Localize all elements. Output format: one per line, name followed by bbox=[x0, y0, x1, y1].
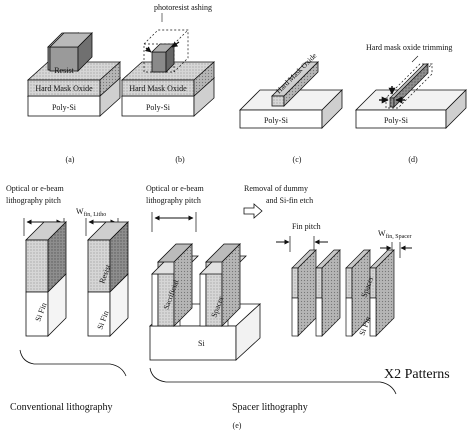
poly-si-label-b: Poly-Si bbox=[146, 103, 171, 112]
litho-fin-2 bbox=[87, 221, 129, 337]
photoresist-ashing-label: photoresist ashing bbox=[154, 3, 212, 12]
sacrificial-block-1 bbox=[151, 243, 199, 327]
conventional-lithography-label: Conventional lithography bbox=[10, 402, 113, 413]
left-pitch-label-2: lithography pitch bbox=[6, 196, 61, 205]
trimmed-resist bbox=[151, 43, 175, 73]
w-fin-spacer-label: Wfin, Spacer bbox=[378, 229, 412, 240]
removal-label-2: and Si-fin etch bbox=[266, 196, 313, 205]
panel-a: Resist Hard Mask Oxide Poly-Si (a) bbox=[26, 32, 122, 164]
panel-e-conventional: Optical or e-beam lithography pitch Wfin… bbox=[6, 184, 129, 413]
panel-d: Hard mask oxide trimming Poly-Si (d) bbox=[355, 43, 467, 164]
hard-mask-oxide-line bbox=[271, 61, 319, 107]
caption-a: (a) bbox=[66, 155, 75, 164]
caption-e: (e) bbox=[233, 421, 242, 430]
resist-label: Resist bbox=[54, 66, 74, 75]
left-pitch-label-1: Optical or e-beam bbox=[6, 184, 65, 193]
caption-c: (c) bbox=[293, 155, 302, 164]
caption-d: (d) bbox=[408, 155, 418, 164]
panel-c: Hard Mask Oxide Poly-Si (c) bbox=[239, 51, 343, 164]
panel-e-spacer-middle: Optical or e-beam lithography pitch Sacr… bbox=[146, 184, 262, 361]
hard-mask-oxide-label: Hard Mask Oxide bbox=[35, 84, 93, 93]
panel-e-spacer-right: Removal of dummy and Si-fin etch Fin pit… bbox=[149, 184, 450, 413]
process-arrow-icon bbox=[243, 203, 263, 219]
sacrificial-block-2 bbox=[199, 243, 247, 327]
si-label: Si bbox=[198, 339, 205, 348]
hard-mask-trimming-label: Hard mask oxide trimming bbox=[366, 43, 452, 52]
spacer-fin-4 bbox=[369, 249, 395, 337]
spacer-lithography-label: Spacer lithography bbox=[232, 402, 308, 413]
mid-pitch-label-2: lithography pitch bbox=[146, 196, 201, 205]
hard-mask-oxide-label-b: Hard Mask Oxide bbox=[129, 84, 187, 93]
hard-mask-oxide-layer bbox=[26, 61, 122, 97]
poly-si-label-c: Poly-Si bbox=[264, 116, 289, 125]
w-fin-litho-label: Wfin, Litho bbox=[76, 207, 106, 218]
poly-si-label-d: Poly-Si bbox=[384, 116, 409, 125]
panel-b: photoresist ashing Hard Mask Oxide Poly-… bbox=[120, 3, 216, 164]
litho-fin-1 bbox=[25, 221, 67, 337]
mid-pitch-label-1: Optical or e-beam bbox=[146, 184, 205, 193]
fin-pitch-label: Fin pitch bbox=[292, 222, 321, 231]
x2-patterns-label: X2 Patterns bbox=[384, 367, 450, 382]
poly-si-label: Poly-Si bbox=[52, 103, 77, 112]
spacer-fin-1 bbox=[291, 249, 317, 337]
removal-label-1: Removal of dummy bbox=[244, 184, 308, 193]
trimmed-hard-mask bbox=[389, 63, 429, 108]
spacer-fin-3 bbox=[345, 249, 371, 337]
caption-b: (b) bbox=[175, 155, 185, 164]
spacer-fin-2 bbox=[315, 249, 341, 337]
